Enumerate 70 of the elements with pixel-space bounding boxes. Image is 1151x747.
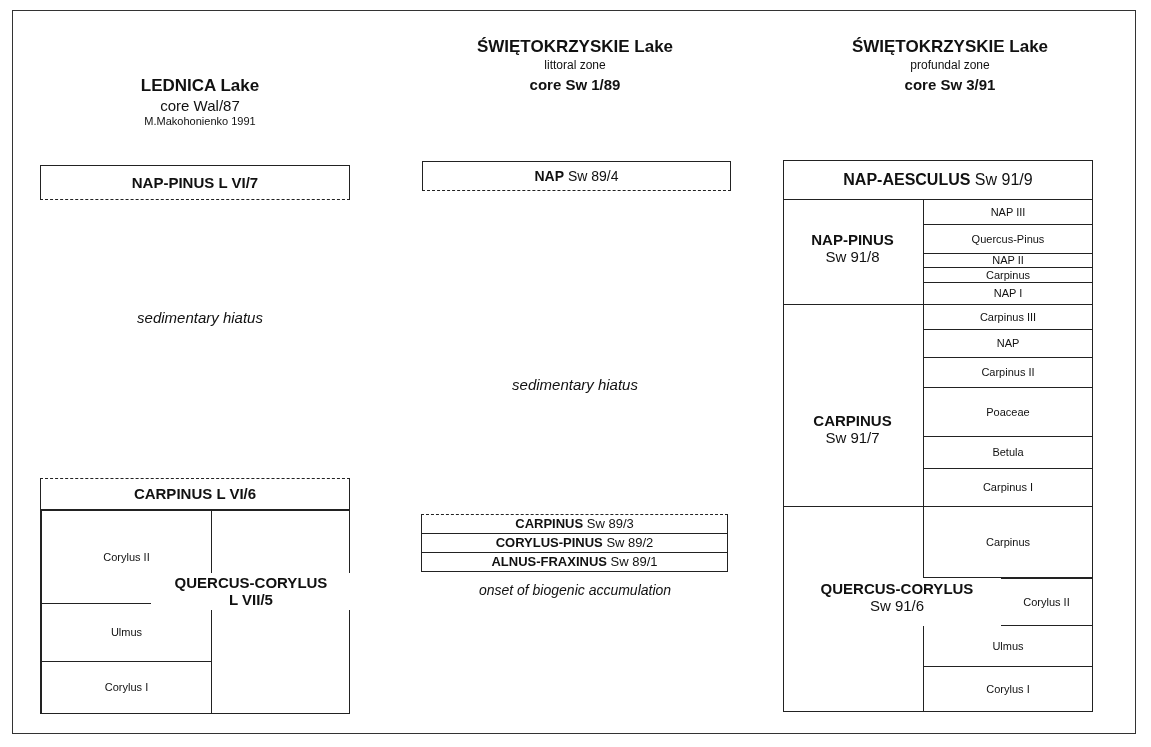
pollen-zone-box [783,506,1093,712]
subzone-name: Carpinus [986,268,1030,282]
zone-name: CARPINUS [813,412,892,430]
column-heading: M.Makohonienko 1991 [144,115,256,127]
subzone-name: Corylus I [986,682,1030,696]
subzone-cell [923,358,1093,388]
pollen-zone-box [40,165,350,200]
zone-code: Sw 91/6 [869,597,925,615]
subzone-cell [923,626,1093,667]
subzone-cell [923,268,1093,283]
pollen-zone-box [421,552,728,572]
column-heading: LEDNICA Lake [140,76,260,96]
column-heading: littoral zone [544,58,606,72]
column-heading: ŚWIĘTOKRZYSKIE Lake [851,37,1049,57]
subzone-name: Corylus II [1023,595,1070,609]
subzone-cell [923,305,1093,330]
subzone-name: Poaceae [986,405,1030,419]
zone-name: QUERCUS-CORYLUS [820,580,974,598]
pollen-zone-box [421,533,728,553]
zone-name: CARPINUS Sw 89/3 [515,516,634,532]
subzone-name: Carpinus II [981,366,1035,379]
column-heading: profundal zone [910,58,990,72]
column-heading: core Wal/87 [160,97,240,114]
column-heading: ŚWIĘTOKRZYSKIE Lake [476,37,674,57]
column-heading: core Sw 1/89 [529,76,621,93]
pollen-zone-box [422,161,731,191]
zone-name: NAP Sw 89/4 [534,167,619,185]
pollen-zone-box [783,199,1093,305]
subzone-name: Quercus-Pinus [971,232,1045,246]
subzone-name: NAP [996,337,1020,350]
zone-name: NAP-AESCULUS Sw 91/9 [843,170,1033,190]
subzone-name: Ulmus [110,626,143,639]
note-text: sedimentary hiatus [137,309,263,326]
subzone-cell [923,225,1093,254]
zone-name: NAP-PINUS [811,231,894,249]
subzone-name: Ulmus [992,639,1024,653]
subzone-name: Carpinus III [979,310,1037,324]
subzone-cell [923,254,1093,268]
subzone-name: NAP II [992,254,1024,267]
subzone-name: Carpinus I [982,481,1034,494]
zone-name: CARPINUS L VI/6 [133,485,257,503]
subzone-name: Corylus II [103,550,150,564]
subzone-cell [1001,578,1093,626]
subzone-name: NAP III [990,205,1026,219]
subzone-cell [923,437,1093,469]
subzone-cell [41,604,212,662]
subzone-name: NAP I [993,287,1023,300]
pollen-zone-box [40,478,350,510]
subzone-cell [923,330,1093,358]
pollen-zone-box [421,514,728,534]
subzone-name: Betula [992,446,1024,459]
pollen-zone-box [783,304,1093,507]
subzone-cell [923,507,1093,578]
subzone-cell [923,200,1093,225]
zone-name: CORYLUS-PINUS Sw 89/2 [495,535,654,551]
subzone-name: Corylus I [104,681,149,694]
subzone-name: Carpinus [986,535,1030,549]
zone-name: NAP-PINUS L VI/7 [131,173,259,192]
zone-name: QUERCUS-CORYLUS [174,574,328,592]
zone-name: ALNUS-FRAXINUS Sw 89/1 [491,554,658,570]
pollen-zone-box [783,160,1093,200]
subzone-cell [923,388,1093,437]
subzone-cell [41,662,212,714]
zone-code: Sw 91/8 [825,248,880,266]
note-text: sedimentary hiatus [512,376,638,393]
zone-code: L VII/5 [229,591,273,609]
zone-code: Sw 91/7 [825,429,880,447]
note-text: onset of biogenic accumulation [478,582,672,598]
pollen-zone-box [40,510,350,714]
column-heading: core Sw 3/91 [904,76,996,93]
